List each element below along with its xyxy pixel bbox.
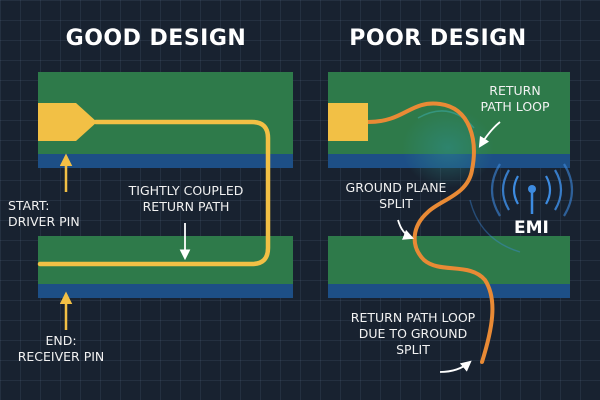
driver-pad-icon [38, 103, 97, 141]
good-design-panel [37, 72, 293, 330]
good-bottom-ground-plane [38, 284, 293, 298]
return-loop-label: RETURN PATH LOOP [480, 83, 550, 114]
start-label: START: DRIVER PIN [8, 198, 80, 229]
poor-driver-pad-icon [328, 103, 368, 141]
poor-bottom-ground-plane [328, 284, 570, 298]
poor-bottom-board [328, 236, 570, 284]
end-label: END: RECEIVER PIN [17, 333, 105, 364]
loop-split-label: RETURN PATH LOOP DUE TO GROUND SPLIT [350, 310, 476, 357]
good-top-ground-plane [38, 154, 293, 168]
ground-split-label: GROUND PLANE SPLIT [345, 180, 447, 211]
return-loop-glow [402, 108, 494, 188]
split-pointer-arrow [397, 219, 415, 240]
good-bottom-board [38, 236, 293, 284]
coupled-label: TIGHTLY COUPLED RETURN PATH [128, 183, 244, 214]
good-design-title: GOOD DESIGN [65, 26, 247, 51]
emi-label: EMI [514, 218, 549, 238]
poor-design-title: POOR DESIGN [349, 26, 527, 51]
emi-wave-arc [469, 199, 521, 253]
good-signal-trace [37, 119, 271, 267]
antenna-emi-icon [490, 163, 574, 217]
poor-design-panel [328, 72, 574, 373]
poor-signal-trace [366, 101, 495, 364]
loop-pointer-arrow [478, 121, 501, 148]
loop-split-pointer-arrow [439, 360, 472, 373]
